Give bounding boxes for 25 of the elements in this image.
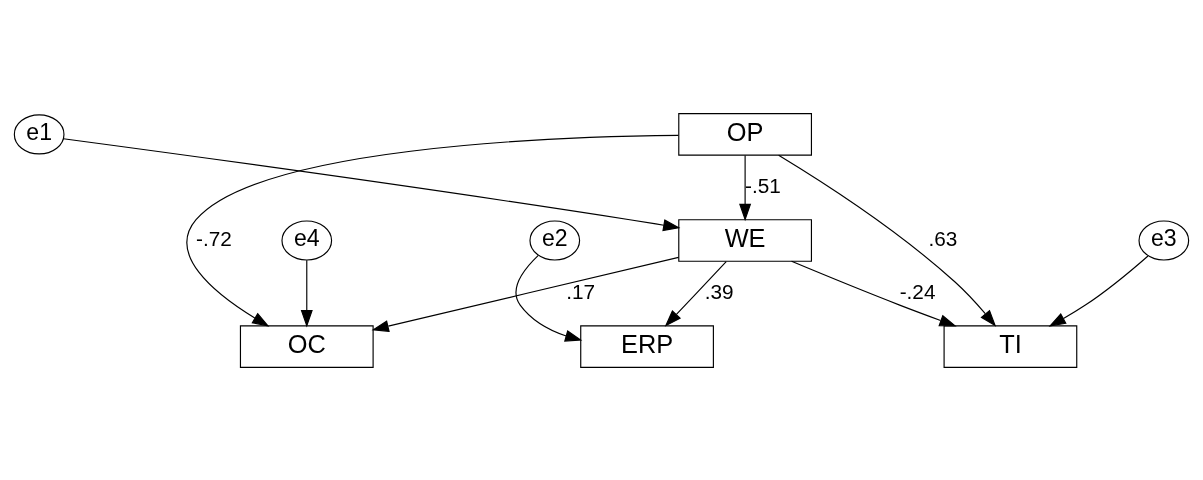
arrow [300,259,313,327]
arrow [778,154,997,327]
node-box: TI [943,324,1078,368]
arrow [515,254,583,342]
node-box: WE [678,218,812,262]
node-ellipse: e3 [1138,219,1190,261]
arrow [791,260,957,326]
node-ellipse: e1 [13,113,65,154]
node-ellipse: e2 [529,219,581,261]
arrow [62,137,681,231]
edge-label: -.72 [196,226,232,250]
arrow [371,256,680,332]
node-box: OP [678,112,812,156]
edge-label: .17 [566,279,596,303]
arrow [664,260,727,327]
node-box: OC [239,324,374,368]
edge-label: -.51 [745,173,781,197]
node-ellipse: e4 [281,219,333,261]
edge-label: .39 [704,279,734,303]
arrow [1048,254,1149,327]
edge-label: .63 [928,226,958,250]
node-box: ERP [580,324,714,368]
arrow [186,134,679,327]
arrow [739,154,752,221]
edge-label: -.24 [899,279,936,303]
